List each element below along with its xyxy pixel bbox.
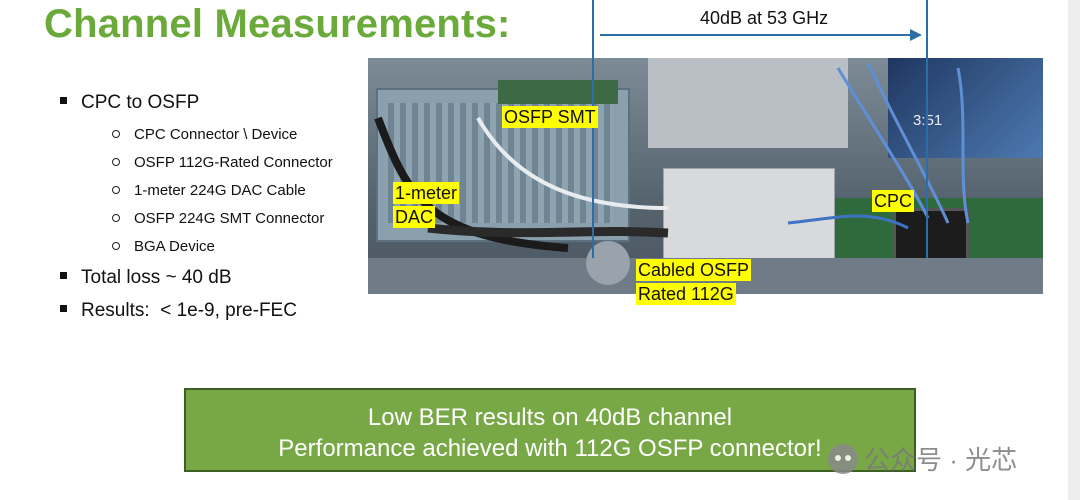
circle-bullet-icon xyxy=(112,214,120,223)
arrow-head-icon xyxy=(910,29,922,41)
sub-bullet-text: OSFP 224G SMT Connector xyxy=(134,210,325,227)
sub-bullet-text: BGA Device xyxy=(134,238,215,255)
sub-bullet-text: OSFP 112G-Rated Connector xyxy=(134,154,333,171)
label-dac-line2: DAC xyxy=(393,206,436,228)
slide-right-edge xyxy=(1068,0,1080,500)
circle-bullet-icon xyxy=(112,158,120,167)
callout-line-1: Low BER results on 40dB channel xyxy=(367,404,733,431)
sub-bullet: 1-meter 224G DAC Cable xyxy=(112,182,306,199)
sub-bullet: OSFP 112G-Rated Connector xyxy=(112,154,333,171)
callout-line-2: Performance achieved with 112G OSFP conn… xyxy=(278,435,822,462)
square-bullet-icon xyxy=(60,305,67,313)
sub-bullet: BGA Device xyxy=(112,238,215,255)
sub-bullet-text: 1-meter 224G DAC Cable xyxy=(134,182,306,199)
label-osfp-smt: OSFP SMT xyxy=(502,106,598,128)
bullet-results: Results: < 1e-9, pre-FEC xyxy=(60,300,297,322)
measurement-right-marker xyxy=(926,0,928,258)
square-bullet-icon xyxy=(60,272,67,280)
label-cabled-osfp-line2: Rated 112G xyxy=(636,283,736,305)
monitor-screen xyxy=(888,58,1043,158)
bullet-text: Total loss ~ 40 dB xyxy=(81,267,232,288)
measurement-label: 40dB at 53 GHz xyxy=(700,8,829,28)
conclusion-callout: Low BER results on 40dB channel Performa… xyxy=(184,388,916,472)
bullet-text: CPC to OSFP xyxy=(81,92,200,113)
slide-title: Channel Measurements: xyxy=(44,2,511,46)
bullet-text: Results: < 1e-9, pre-FEC xyxy=(81,300,297,321)
sub-bullet: CPC Connector \ Device xyxy=(112,126,297,143)
sub-bullet: OSFP 224G SMT Connector xyxy=(112,210,324,227)
watermark: 公众号 · 光芯 xyxy=(828,440,1017,477)
wall-panel xyxy=(648,58,848,148)
label-cpc: CPC xyxy=(872,190,915,212)
wechat-logo-icon xyxy=(828,443,858,474)
circle-bullet-icon xyxy=(112,242,120,251)
circle-bullet-icon xyxy=(112,130,120,139)
osfp-smt-board xyxy=(498,80,618,104)
bullet-total-loss: Total loss ~ 40 dB xyxy=(60,267,232,289)
circle-bullet-icon xyxy=(112,186,120,195)
square-bullet-icon xyxy=(60,97,67,105)
bullet-cpc-to-osfp: CPC to OSFP xyxy=(60,92,199,114)
measurement-arrow xyxy=(600,34,912,36)
sub-bullet-text: CPC Connector \ Device xyxy=(134,126,298,143)
label-dac-line1: 1-meter xyxy=(393,182,460,204)
label-cabled-osfp-line1: Cabled OSFP xyxy=(636,259,752,281)
watermark-text: 公众号 · 光芯 xyxy=(864,445,1018,475)
measurement-left-marker xyxy=(592,0,594,258)
cabled-osfp-enclosure xyxy=(663,168,835,265)
